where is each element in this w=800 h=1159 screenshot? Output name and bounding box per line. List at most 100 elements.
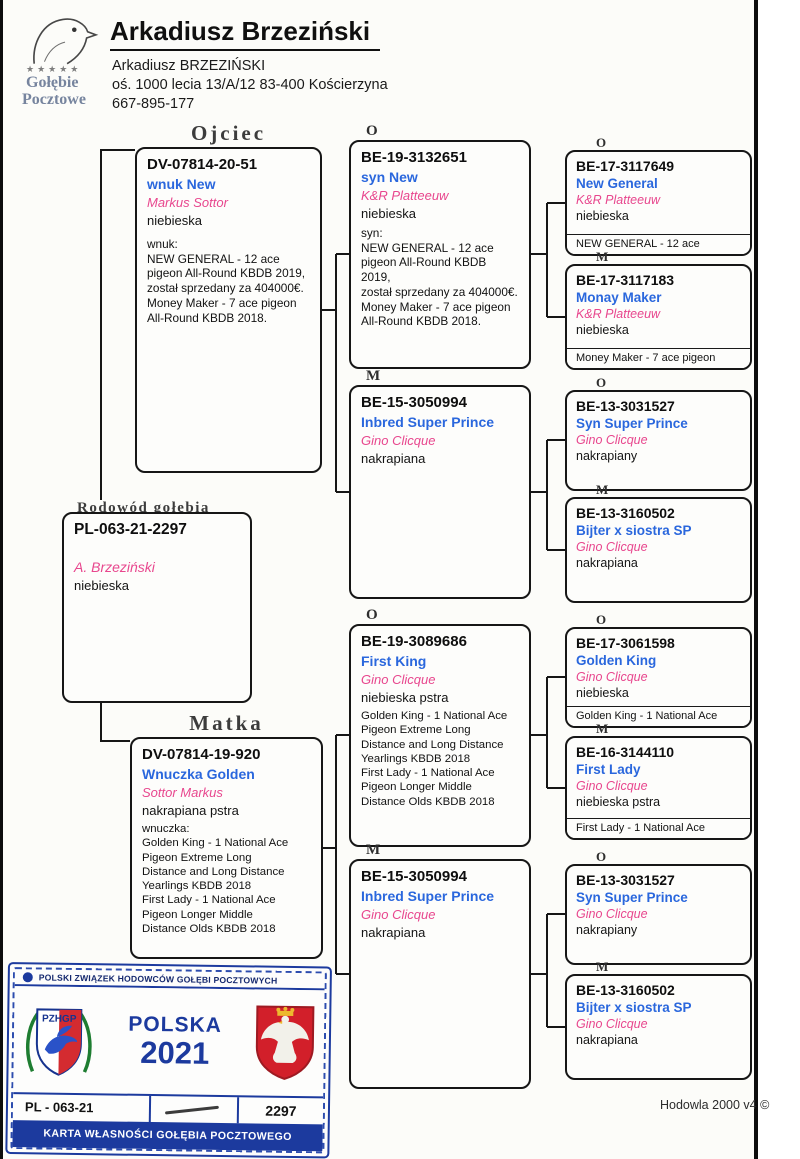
gen4-ffm-box: BE-17-3117183 Monay Maker K&R Platteeuw … (565, 264, 752, 370)
sire-tag: O (596, 375, 607, 390)
plumage-color: nakrapiana (576, 556, 638, 570)
owner-name: Arkadiusz BRZEZIŃSKI (112, 58, 266, 74)
plumage-color: niebieska (361, 206, 416, 221)
sire-tag: O (596, 135, 607, 150)
plumage-color: niebieska (576, 323, 629, 337)
dam-tag: M (596, 959, 609, 974)
dam-tag: M (366, 842, 381, 858)
sire-tag: O (596, 849, 607, 864)
ring-number: BE-17-3061598 (576, 635, 675, 651)
gen3-mf-box: BE-19-3089686 First King Gino Clicque ni… (349, 624, 531, 847)
breeder-name: Gino Clicque (576, 540, 648, 554)
breeder-name: Gino Clicque (576, 670, 648, 684)
stamp-year: 2021 (140, 1034, 210, 1071)
pigeon-name: First King (361, 653, 427, 669)
plumage-color: nakrapiany (576, 923, 638, 937)
ownership-card-inner: POLSKI ZWIĄZEK HODOWCÓW GOŁĘBI POCZTOWYC… (10, 967, 327, 1154)
ring-number: BE-15-3050994 (361, 868, 467, 885)
dam-tag: M (596, 249, 609, 264)
plumage-color: niebieska (576, 686, 629, 700)
breeder-name: K&R Platteeuw (361, 188, 449, 203)
pigeon-name: New General (576, 176, 658, 191)
pigeon-name: Golden King (576, 653, 657, 668)
achievements-text: wnuczka: Golden King - 1 National Ace Pi… (142, 823, 289, 935)
pigeon-name: Inbred Super Prince (361, 888, 495, 904)
number-row-middle (151, 1096, 237, 1123)
pigeon-name: Monay Maker (576, 290, 662, 305)
pigeon-name: First Lady (576, 762, 641, 777)
plumage-color: nakrapiana (576, 1033, 638, 1047)
stamp-country-year: POLSKA 2021 (96, 1013, 255, 1071)
achievements-text: Golden King - 1 National Ace Pigeon Extr… (361, 710, 508, 808)
stamp-country: POLSKA (128, 1013, 223, 1038)
pigeon-name: syn New (361, 169, 418, 185)
pigeon-name: Syn Super Prince (576, 890, 688, 905)
owner-address: oś. 1000 lecia 13/A/12 83-400 Kościerzyn… (112, 77, 388, 93)
breeder-name: A. Brzeziński (74, 559, 155, 575)
gen3-ff-box: BE-19-3132651 syn New K&R Platteeuw nieb… (349, 140, 531, 369)
plumage-color: nakrapiana (361, 925, 426, 940)
sire-tag: O (366, 607, 378, 623)
pigeon-name: Bijter x siostra SP (576, 523, 692, 538)
breeder-name: K&R Platteeuw (576, 307, 661, 321)
gen4-fff-box: BE-17-3117649 New General K&R Platteeuw … (565, 150, 752, 256)
svg-text:PZHGP: PZHGP (42, 1013, 77, 1024)
father-section-label: Ojciec (190, 121, 267, 145)
ring-number: BE-13-3031527 (576, 872, 675, 888)
plumage-color: niebieska pstra (361, 690, 449, 705)
dam-tag: M (596, 482, 609, 497)
plumage-color: niebieska (576, 209, 629, 223)
gen4-fmf-box: BE-13-3031527 Syn Super Prince Gino Clic… (565, 390, 752, 491)
gen4-mfm-box: BE-16-3144110 First Lady Gino Clicque ni… (565, 736, 752, 840)
pen-mark (164, 1105, 219, 1115)
gen3-mm-box: BE-15-3050994 Inbred Super Prince Gino C… (349, 859, 531, 1089)
page-title: Arkadiusz Brzeziński (110, 16, 381, 51)
dam-tag: M (366, 368, 381, 384)
achievements-text: syn: NEW GENERAL - 12 ace pigeon All-Rou… (361, 226, 518, 329)
stamp-main-row: PZHGP POLSKA 2021 (13, 986, 325, 1097)
plumage-color: nakrapiana (361, 451, 426, 466)
breeder-name: Gino Clicque (361, 433, 436, 448)
scan-edge-right (754, 0, 758, 1159)
ring-number: DV-07814-20-51 (147, 156, 258, 173)
breeder-name: Gino Clicque (576, 433, 648, 447)
ring-number: BE-13-3160502 (576, 982, 675, 998)
pigeon-name: Syn Super Prince (576, 416, 688, 431)
sire-tag: O (596, 612, 607, 627)
scan-margin-right (758, 0, 800, 1159)
pigeon-name: Wnuczka Golden (142, 766, 255, 782)
pigeon-sketch-icon (33, 18, 99, 65)
breeder-name: Gino Clicque (576, 907, 648, 921)
breeder-name: Sottor Markus (142, 785, 223, 800)
pigeon-name: Bijter x siostra SP (576, 1000, 692, 1015)
mother-box: DV-07814-19-920 Wnuczka Golden Sottor Ma… (130, 737, 323, 959)
ring-number: DV-07814-19-920 (142, 746, 261, 763)
breeder-name: Gino Clicque (576, 779, 648, 793)
sire-tag: O (366, 123, 378, 139)
breeder-name: Gino Clicque (361, 907, 436, 922)
ring-number-row: PL - 063-21 2297 (12, 1092, 324, 1125)
breeder-name: Gino Clicque (361, 672, 436, 687)
plumage-color: niebieska pstra (576, 795, 661, 809)
mother-section-label: Matka (189, 711, 264, 735)
subject-box: PL-063-21-2297 A. Brzeziński niebieska (62, 512, 252, 703)
ring-number: BE-17-3117183 (576, 272, 675, 288)
scan-edge-left (0, 0, 3, 1159)
software-credit: Hodowla 2000 v4 © (660, 1098, 770, 1112)
breeder-name: Markus Sottor (147, 195, 228, 210)
ring-number: BE-15-3050994 (361, 394, 467, 411)
polish-eagle-emblem-icon (255, 1005, 315, 1080)
achievement-note: NEW GENERAL - 12 ace (567, 234, 750, 254)
ring-number: BE-13-3031527 (576, 398, 675, 414)
father-box: DV-07814-20-51 wnuk New Markus Sottor ni… (135, 147, 322, 473)
ring-number: BE-13-3160502 (576, 505, 675, 521)
breeder-name: K&R Platteeuw (576, 193, 661, 207)
pigeon-name: wnuk New (147, 176, 216, 192)
owner-phone: 667-895-177 (112, 96, 195, 112)
federation-name: POLSKI ZWIĄZEK HODOWCÓW GOŁĘBI POCZTOWYC… (38, 972, 278, 986)
logo-text-golebie: Gołębie (26, 74, 79, 91)
gen3-fm-box: BE-15-3050994 Inbred Super Prince Gino C… (349, 385, 531, 599)
card-title-bar: KARTA WŁASNOŚCI GOŁĘBIA POCZTOWEGO (12, 1120, 323, 1152)
